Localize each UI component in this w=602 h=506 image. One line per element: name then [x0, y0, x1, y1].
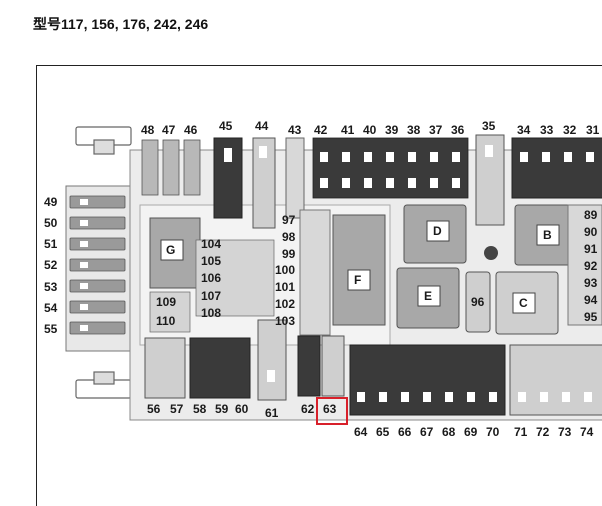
fuse-label-109: 109: [156, 295, 177, 309]
fuse-label-50: 50: [44, 216, 58, 230]
fuse-label-37: 37: [429, 123, 443, 137]
fuse-label-90: 90: [584, 225, 598, 239]
fuse-label-42: 42: [314, 123, 328, 137]
fuse-62: [297, 335, 321, 397]
left-mount-bracket: [75, 126, 132, 399]
fuse-label-59: 59: [215, 402, 229, 416]
fuse-label-49: 49: [44, 195, 58, 209]
bottom-fuse-row-64-70: [349, 344, 506, 416]
relay-f: [332, 214, 386, 326]
fuse-label-67: 67: [420, 425, 434, 439]
fuse-label-65: 65: [376, 425, 390, 439]
fuse-label-108: 108: [201, 306, 222, 320]
fuse-label-104: 104: [201, 237, 222, 251]
fuse-96: [465, 271, 491, 333]
fuse-label-68: 68: [442, 425, 456, 439]
fuse-label-58: 58: [193, 402, 207, 416]
top-fuse-row-42-36: [312, 137, 469, 199]
fuse-63: [321, 335, 345, 397]
fuse-label-57: 57: [170, 402, 184, 416]
fuse-label-55: 55: [44, 322, 58, 336]
fuse-label-41: 41: [341, 123, 355, 137]
fuse-43: [285, 137, 305, 219]
fuse-label-32: 32: [563, 123, 577, 137]
relay-g-label: G: [166, 243, 176, 257]
fuse-label-66: 66: [398, 425, 412, 439]
fuse-label-34: 34: [517, 123, 531, 137]
fuse-label-93: 93: [584, 276, 598, 290]
fuse-label-31: 31: [586, 123, 600, 137]
fuse-label-35: 35: [482, 119, 496, 133]
fuse-label-91: 91: [584, 242, 598, 256]
fuse-label-36: 36: [451, 123, 465, 137]
diagram-title: 型号117, 156, 176, 242, 246: [33, 16, 209, 32]
fuse-label-100: 100: [275, 263, 296, 277]
left-fuse-row: [69, 195, 126, 335]
fuse-label-46: 46: [184, 123, 198, 137]
fuse-box-frame: [36, 65, 602, 506]
fuse-label-99: 99: [282, 247, 296, 261]
fuse-label-101: 101: [275, 280, 296, 294]
fuse-label-39: 39: [385, 123, 399, 137]
fuse-label-95: 95: [584, 310, 598, 324]
fuse-label-56: 56: [147, 402, 161, 416]
fuse-label-43: 43: [288, 123, 302, 137]
fuse-label-73: 73: [558, 425, 572, 439]
fuse-label-63: 63: [323, 402, 337, 416]
fuse-label-53: 53: [44, 280, 58, 294]
fuse-44: [252, 137, 276, 229]
fuse-label-103: 103: [275, 314, 296, 328]
bottom-fuse-row-71-74: [509, 344, 602, 416]
fuse-label-74: 74: [580, 425, 594, 439]
fuse-label-106: 106: [201, 271, 222, 285]
fuse-label-89: 89: [584, 208, 598, 222]
fuse-label-110: 110: [156, 314, 176, 328]
fuse-label-48: 48: [141, 123, 155, 137]
fuse-label-70: 70: [486, 425, 500, 439]
mini-fuse-block-104-110: [149, 239, 275, 333]
fuse-box-diagram: [65, 126, 602, 421]
relay-f-label: F: [354, 273, 362, 287]
fuse-61: [257, 319, 287, 401]
fuse-label-71: 71: [514, 425, 528, 439]
fuse-label-97: 97: [282, 213, 296, 227]
relay-d-label: D: [433, 224, 442, 238]
fuse-label-54: 54: [44, 301, 58, 315]
fuse-label-105: 105: [201, 254, 222, 268]
bottom-fuse-group-56-60: [144, 337, 251, 399]
fuse-label-94: 94: [584, 293, 598, 307]
fuse-label-45: 45: [219, 119, 233, 133]
fuse-label-61: 61: [265, 406, 279, 420]
fuse-label-44: 44: [255, 119, 269, 133]
fuse-label-40: 40: [363, 123, 377, 137]
fuse-label-33: 33: [540, 123, 554, 137]
fuse-label-98: 98: [282, 230, 296, 244]
relay-b-label: B: [543, 228, 552, 242]
mini-fuse-block-97-103: [299, 209, 331, 336]
fuse-label-72: 72: [536, 425, 550, 439]
fuse-label-96: 96: [471, 295, 485, 309]
fuse-label-62: 62: [301, 402, 315, 416]
fuse-label-69: 69: [464, 425, 478, 439]
fuse-label-102: 102: [275, 297, 296, 311]
highlight-box-63: [316, 397, 348, 425]
fuse-label-51: 51: [44, 237, 58, 251]
mini-fuse-block-89-95: [567, 204, 602, 326]
top-fuse-row-34-31: [511, 137, 602, 199]
relay-e-label: E: [424, 289, 433, 303]
fuse-label-92: 92: [584, 259, 598, 273]
fuse-label-107: 107: [201, 289, 222, 303]
fuse-label-60: 60: [235, 402, 249, 416]
fuse-label-64: 64: [354, 425, 368, 439]
top-fuse-group-48-46: [141, 139, 201, 196]
fuse-label-47: 47: [162, 123, 176, 137]
relay-c-label: C: [519, 296, 528, 310]
fuse-label-38: 38: [407, 123, 421, 137]
fuse-label-52: 52: [44, 258, 58, 272]
